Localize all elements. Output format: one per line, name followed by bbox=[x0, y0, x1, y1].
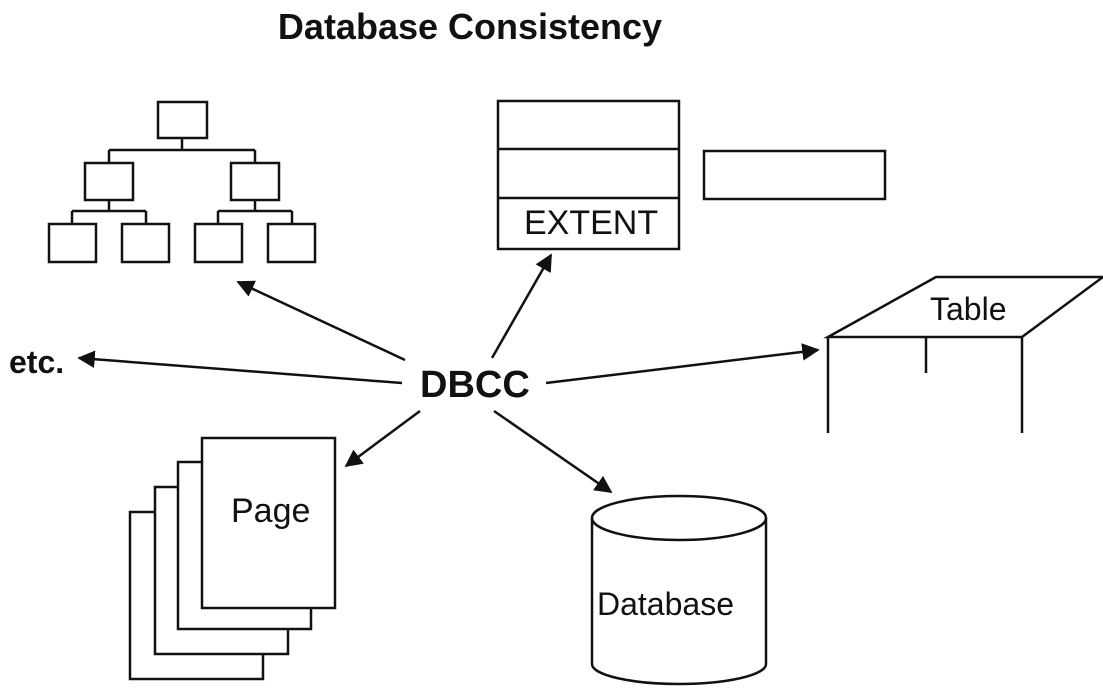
page-label: Page bbox=[231, 492, 311, 530]
extent-label: EXTENT bbox=[524, 204, 659, 242]
arrow-to-tree bbox=[236, 280, 406, 362]
arrow-to-extent bbox=[490, 253, 553, 359]
extent-stack-icon bbox=[496, 99, 887, 251]
database-cylinder-icon bbox=[590, 494, 768, 686]
connector-arrows bbox=[77, 253, 820, 494]
database-label: Database bbox=[597, 586, 734, 622]
table-icon bbox=[823, 275, 1103, 433]
page-stack-icon bbox=[128, 436, 337, 681]
etc-label: etc. bbox=[9, 344, 65, 380]
arrow-to-etc bbox=[77, 350, 403, 385]
diagram-title: Database Consistency bbox=[277, 6, 663, 47]
tree-hierarchy-icon bbox=[47, 100, 317, 264]
arrow-to-database bbox=[493, 409, 613, 494]
dbcc-label: DBCC bbox=[420, 364, 530, 406]
table-label: Table bbox=[930, 291, 1007, 327]
arrow-to-table bbox=[545, 343, 820, 385]
arrow-to-page bbox=[344, 409, 421, 468]
